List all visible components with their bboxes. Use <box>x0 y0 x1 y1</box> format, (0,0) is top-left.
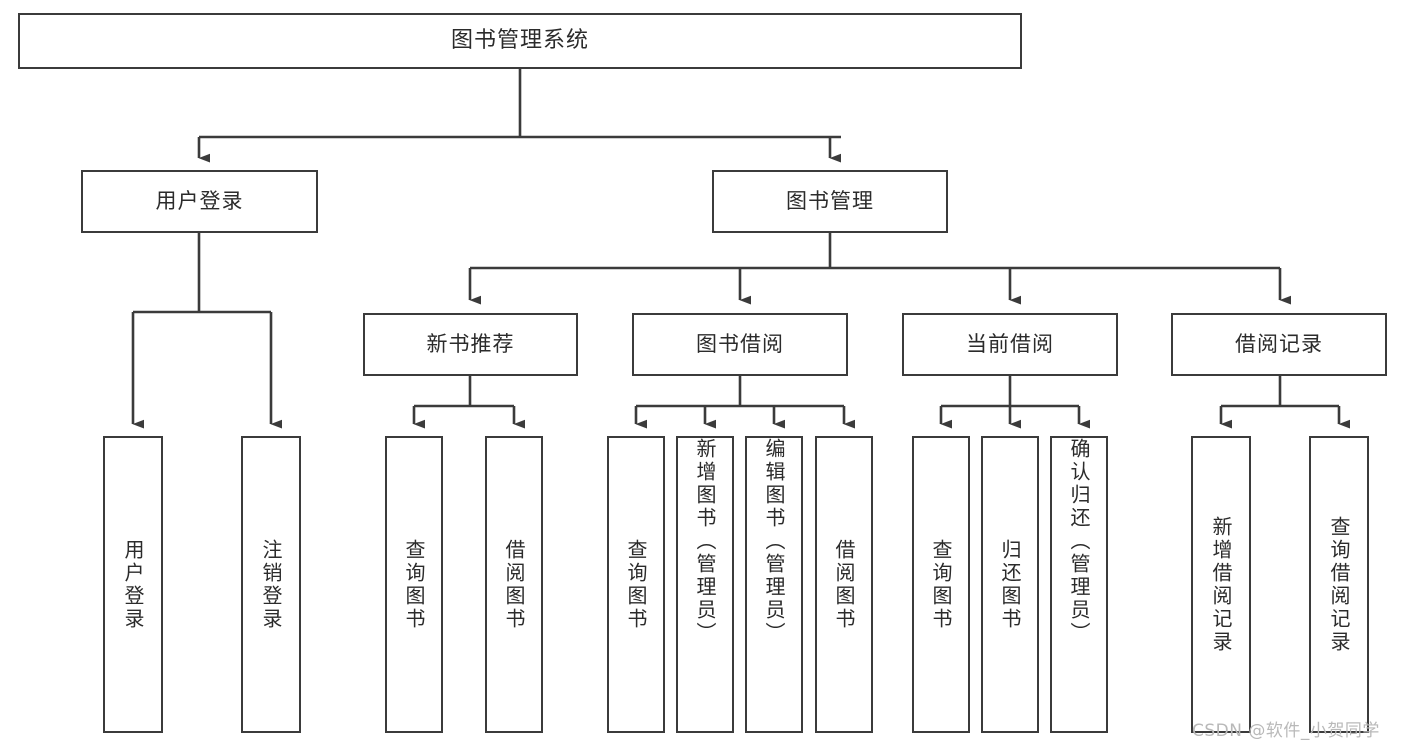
leaf-user-login[interactable]: 用户登录 <box>103 436 163 733</box>
node-label: 查询借阅记录 <box>1327 515 1351 654</box>
node-label: 用户登录 <box>155 188 244 213</box>
leaf-add-book-admin[interactable]: 新增图书（管理员） <box>676 436 734 733</box>
node-label: 当前借阅 <box>966 331 1054 356</box>
node-label: 归还图书 <box>998 538 1022 631</box>
leaf-borrow-book[interactable]: 借阅图书 <box>815 436 873 733</box>
leaf-edit-book-admin[interactable]: 编辑图书（管理员） <box>745 436 803 733</box>
node-label: 用户登录 <box>121 538 145 631</box>
leaf-add-borrow-record[interactable]: 新增借阅记录 <box>1191 436 1251 733</box>
node-label: 查询图书 <box>929 538 953 631</box>
node-label: 借阅记录 <box>1235 331 1323 356</box>
node-label: 图书管理系统 <box>450 27 589 53</box>
node-book-management[interactable]: 图书管理 <box>712 170 948 233</box>
leaf-query-books-current[interactable]: 查询图书 <box>912 436 970 733</box>
leaf-logout[interactable]: 注销登录 <box>241 436 301 733</box>
node-root-book-management-system[interactable]: 图书管理系统 <box>18 13 1022 69</box>
node-new-book-recommendation[interactable]: 新书推荐 <box>363 313 578 376</box>
leaf-query-borrow-record[interactable]: 查询借阅记录 <box>1309 436 1369 733</box>
node-label: 借阅图书 <box>502 538 526 631</box>
node-label: 注销登录 <box>259 538 283 631</box>
node-label: 新增图书（管理员） <box>693 438 717 645</box>
node-book-borrow[interactable]: 图书借阅 <box>632 313 848 376</box>
leaf-borrow-books-recommend[interactable]: 借阅图书 <box>485 436 543 733</box>
node-label: 查询图书 <box>402 538 426 631</box>
csdn-watermark: CSDN @软件_小贺同学 <box>1192 721 1380 741</box>
node-label: 确认归还（管理员） <box>1067 438 1091 645</box>
node-label: 图书管理 <box>786 188 874 213</box>
leaf-query-books-recommend[interactable]: 查询图书 <box>385 436 443 733</box>
node-label: 查询图书 <box>624 538 648 631</box>
node-label: 编辑图书（管理员） <box>762 438 786 645</box>
node-label: 新增借阅记录 <box>1209 515 1233 654</box>
node-user-login[interactable]: 用户登录 <box>81 170 318 233</box>
node-current-borrow[interactable]: 当前借阅 <box>902 313 1118 376</box>
node-borrow-records[interactable]: 借阅记录 <box>1171 313 1387 376</box>
leaf-confirm-return-admin[interactable]: 确认归还（管理员） <box>1050 436 1108 733</box>
node-label: 图书借阅 <box>696 331 784 356</box>
leaf-query-books-borrow[interactable]: 查询图书 <box>607 436 665 733</box>
node-label: 新书推荐 <box>426 331 515 356</box>
leaf-return-book[interactable]: 归还图书 <box>981 436 1039 733</box>
node-label: 借阅图书 <box>832 538 856 631</box>
